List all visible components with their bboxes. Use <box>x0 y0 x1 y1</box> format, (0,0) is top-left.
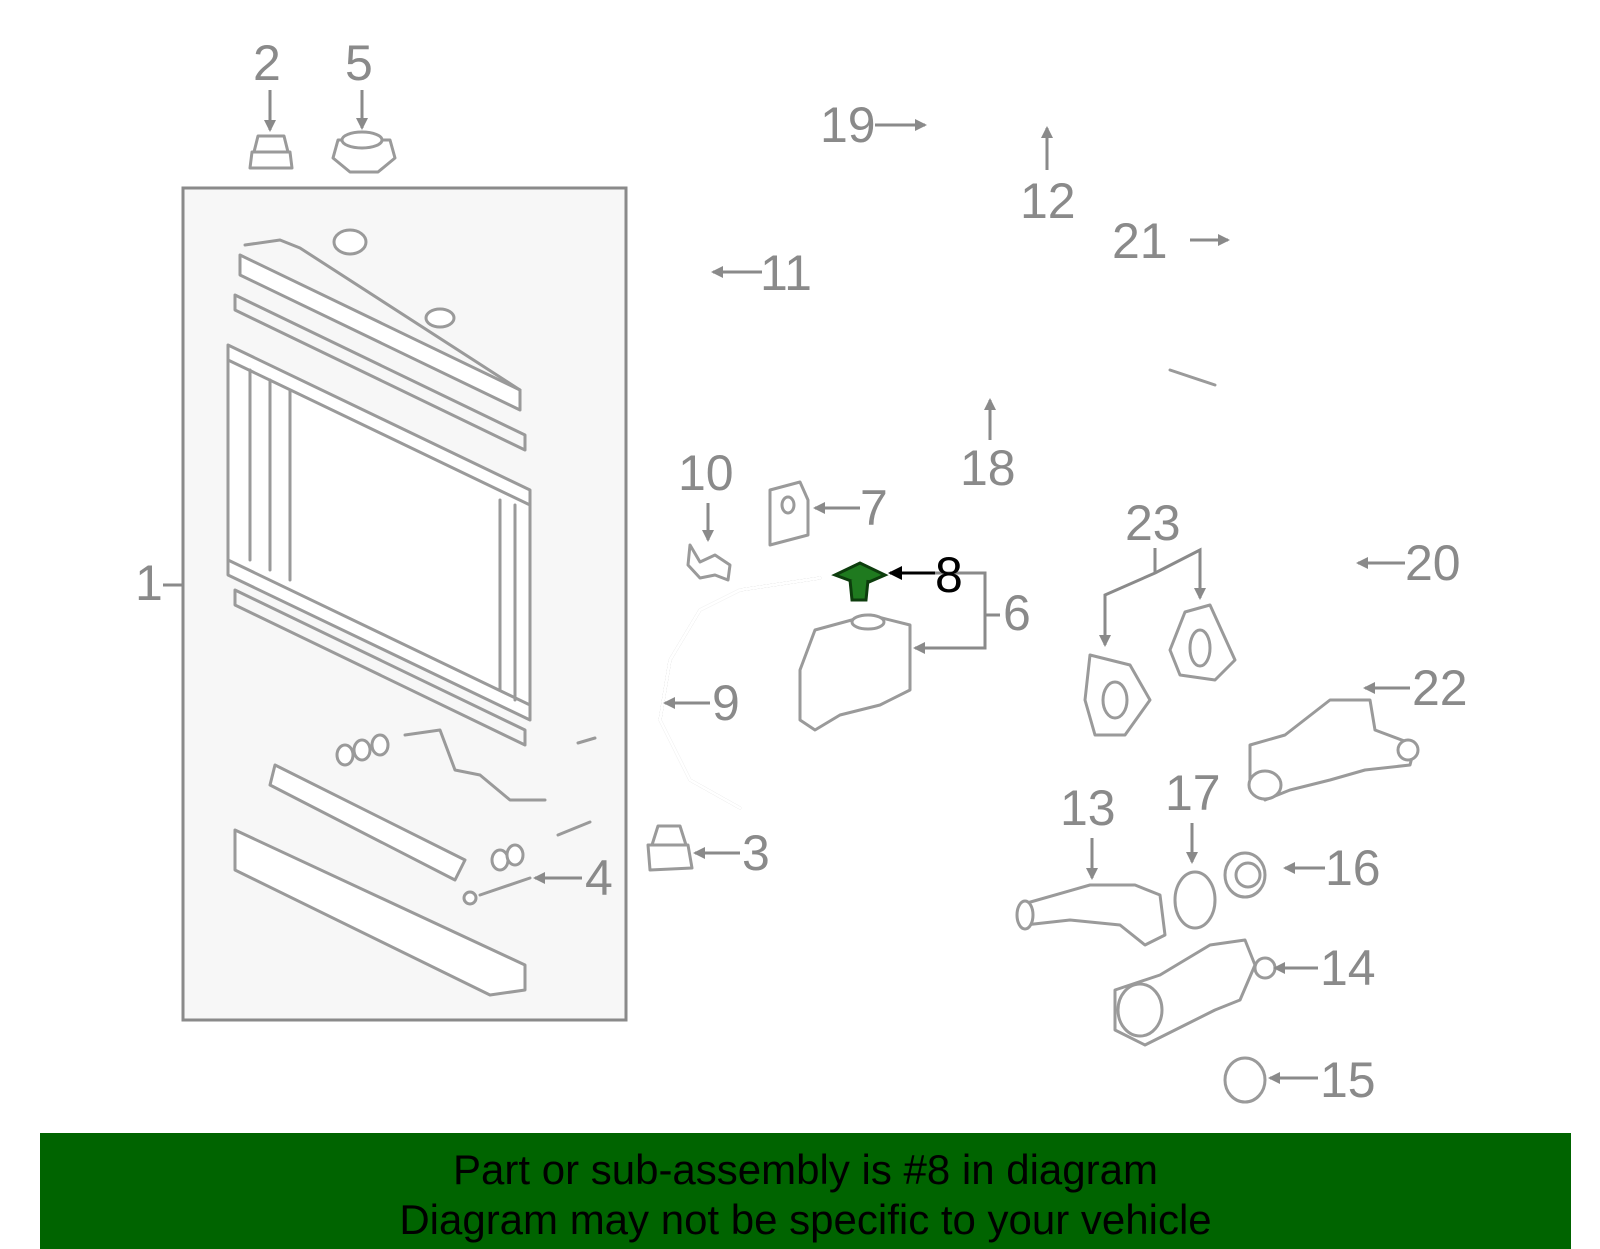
part-17-drawing <box>1173 870 1217 930</box>
label-5: 5 <box>345 35 373 91</box>
label-8: 8 <box>935 547 963 603</box>
label-2: 2 <box>253 35 281 91</box>
part-10-drawing <box>686 543 732 582</box>
label-23: 23 <box>1125 495 1181 551</box>
label-3: 3 <box>742 825 770 881</box>
arrowheads <box>264 118 1375 1084</box>
label-15: 15 <box>1320 1052 1376 1108</box>
label-14: 14 <box>1320 940 1376 996</box>
radiator-assembly-drawing <box>226 228 597 997</box>
part-23-drawing <box>1083 603 1237 737</box>
part-15-drawing <box>1223 1056 1267 1104</box>
part-8-drawing <box>831 561 889 602</box>
part-3-drawing <box>646 824 694 872</box>
part-5-drawing <box>331 130 397 174</box>
label-22: 22 <box>1412 660 1468 716</box>
arrowhead-8 <box>888 566 902 580</box>
label-7: 7 <box>860 480 888 536</box>
label-13: 13 <box>1060 780 1116 836</box>
label-16: 16 <box>1325 840 1381 896</box>
part-11-drawing <box>688 148 772 412</box>
label-10: 10 <box>678 445 734 501</box>
part-6-drawing <box>798 613 912 732</box>
footer-line-2: Diagram may not be specific to your vehi… <box>399 1196 1212 1243</box>
part-22-drawing <box>1247 698 1420 802</box>
label-1: 1 <box>135 555 163 611</box>
part-2-drawing <box>248 134 294 170</box>
leader-23 <box>1103 547 1202 645</box>
label-9: 9 <box>712 675 740 731</box>
part-16-drawing <box>1223 851 1267 899</box>
label-6: 6 <box>1003 585 1031 641</box>
leader-6 <box>915 571 987 650</box>
footer-banner: Part or sub-assembly is #8 in diagram Di… <box>40 1133 1571 1249</box>
label-21: 21 <box>1112 213 1168 269</box>
label-11: 11 <box>760 245 812 301</box>
part-9-drawing <box>658 576 822 810</box>
label-19: 19 <box>820 97 876 153</box>
label-18: 18 <box>960 440 1016 496</box>
label-20: 20 <box>1405 535 1461 591</box>
label-12: 12 <box>1020 173 1076 229</box>
label-4: 4 <box>585 850 613 906</box>
footer-line-1: Part or sub-assembly is #8 in diagram <box>453 1146 1158 1193</box>
part-14-drawing <box>1113 938 1277 1047</box>
part-7-drawing <box>768 480 810 547</box>
label-17: 17 <box>1165 765 1221 821</box>
part-13-drawing <box>1015 883 1167 947</box>
